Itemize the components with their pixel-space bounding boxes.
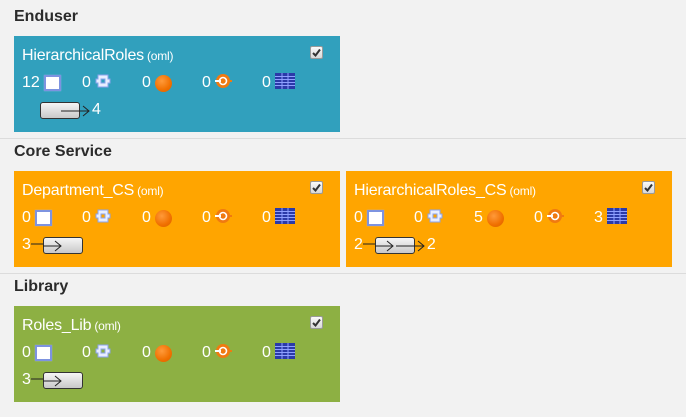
checkmark-icon	[644, 183, 653, 192]
class-box-icon	[43, 75, 61, 91]
module-select-checkbox[interactable]	[310, 316, 323, 329]
package-icon	[40, 101, 90, 119]
components-count[interactable]: 0	[142, 73, 172, 93]
package-icon	[374, 236, 425, 254]
module-kind: (oml)	[509, 184, 537, 198]
module-card-roles-lib[interactable]: Roles_Lib(oml) 0 0 0 0 0 3	[14, 306, 340, 402]
component-ball-icon	[154, 209, 172, 227]
table-grid-icon	[274, 72, 295, 94]
tables-count[interactable]: 0	[262, 207, 295, 229]
components-count[interactable]: 5	[474, 208, 504, 228]
component-ball-icon	[486, 209, 504, 227]
module-kind: (oml)	[137, 184, 164, 198]
dependencies[interactable]: 2 2	[354, 234, 436, 256]
class-box-icon	[34, 345, 52, 361]
module-card-department-cs[interactable]: Department_CS(oml) 0 0 0 0 0 3	[14, 171, 340, 267]
incoming-arrow-icon	[30, 236, 43, 254]
service-ring-icon	[214, 343, 233, 364]
classes-count[interactable]: 0	[22, 208, 52, 228]
tables-count[interactable]: 0	[262, 342, 295, 364]
components-count[interactable]: 0	[142, 343, 172, 363]
service-ring-icon	[214, 73, 233, 94]
section-divider	[0, 138, 686, 139]
incoming-arrow-icon	[362, 236, 375, 254]
checkmark-icon	[312, 318, 321, 327]
tables-count[interactable]: 3	[594, 207, 627, 229]
module-name[interactable]: Department_CS(oml)	[22, 182, 164, 200]
module-name-label: HierarchicalRoles	[22, 47, 144, 64]
dependencies[interactable]: 3	[22, 234, 83, 256]
module-card-hierarchicalroles[interactable]: HierarchicalRoles(oml) 12 0 0 0 0	[14, 36, 340, 132]
module-select-checkbox[interactable]	[310, 181, 323, 194]
interfaces-count[interactable]: 0	[82, 73, 111, 93]
section-title-core-service: Core Service	[14, 143, 112, 160]
services-count[interactable]: 0	[202, 208, 233, 228]
module-kind: (oml)	[94, 319, 121, 333]
interface-puzzle-icon	[95, 74, 111, 93]
package-icon	[42, 371, 83, 389]
component-ball-icon	[154, 74, 172, 92]
table-grid-icon	[274, 207, 295, 229]
incoming-arrow-icon	[30, 371, 43, 389]
incoming-dependency-count: 3	[22, 236, 31, 253]
section-title-enduser: Enduser	[14, 8, 79, 25]
class-box-icon	[34, 210, 52, 226]
incoming-dependency-count: 2	[354, 236, 363, 253]
checkmark-icon	[312, 48, 321, 57]
interface-puzzle-icon	[427, 209, 443, 228]
tables-count[interactable]: 0	[262, 72, 295, 94]
module-name-label: Roles_Lib	[22, 317, 92, 334]
module-name-label: Department_CS	[22, 182, 135, 199]
module-select-checkbox[interactable]	[642, 181, 655, 194]
services-count[interactable]: 0	[202, 73, 233, 93]
module-select-checkbox[interactable]	[310, 46, 323, 59]
interface-puzzle-icon	[95, 344, 111, 363]
outgoing-dependency-count: 2	[426, 236, 436, 253]
service-ring-icon	[214, 208, 233, 229]
section-divider	[0, 273, 686, 274]
interfaces-count[interactable]: 0	[414, 208, 443, 228]
interfaces-count[interactable]: 0	[82, 208, 111, 228]
package-icon	[42, 236, 83, 254]
module-name[interactable]: Roles_Lib(oml)	[22, 317, 121, 335]
interface-puzzle-icon	[95, 209, 111, 228]
module-name[interactable]: HierarchicalRoles_CS(oml)	[354, 182, 536, 200]
dependencies[interactable]: 4	[40, 99, 101, 121]
classes-count[interactable]: 12	[22, 73, 61, 93]
services-count[interactable]: 0	[534, 208, 565, 228]
module-card-hierarchicalroles-cs[interactable]: HierarchicalRoles_CS(oml) 0 0 5 0 3 2	[346, 171, 672, 267]
outgoing-dependency-count: 4	[92, 101, 101, 118]
table-grid-icon	[606, 207, 627, 229]
service-ring-icon	[546, 208, 565, 229]
classes-count[interactable]: 0	[354, 208, 384, 228]
services-count[interactable]: 0	[202, 343, 233, 363]
class-box-icon	[366, 210, 384, 226]
section-title-library: Library	[14, 278, 69, 295]
components-count[interactable]: 0	[142, 208, 172, 228]
incoming-dependency-count: 3	[22, 371, 31, 388]
dependencies[interactable]: 3	[22, 369, 83, 391]
component-ball-icon	[154, 344, 172, 362]
module-kind: (oml)	[146, 49, 174, 63]
interfaces-count[interactable]: 0	[82, 343, 111, 363]
checkmark-icon	[312, 183, 321, 192]
module-name[interactable]: HierarchicalRoles(oml)	[22, 47, 174, 65]
table-grid-icon	[274, 342, 295, 364]
module-name-label: HierarchicalRoles_CS	[354, 182, 507, 199]
classes-count[interactable]: 0	[22, 343, 52, 363]
